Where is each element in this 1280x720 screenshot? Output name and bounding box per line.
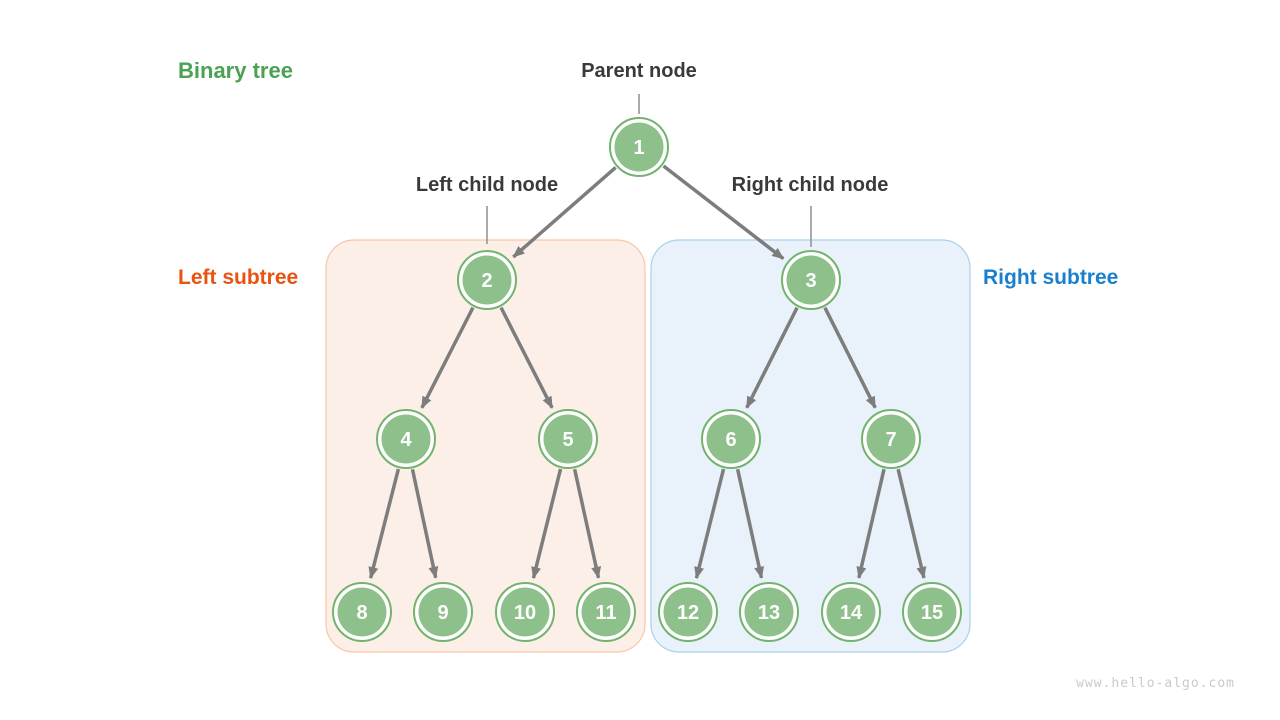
node-disc xyxy=(500,587,550,637)
tree-node-label: 13 xyxy=(758,602,780,624)
parent-node-label: Parent node xyxy=(581,60,697,82)
edge-2-5 xyxy=(499,306,554,409)
tree-node-15: 15 xyxy=(902,582,962,642)
right-subtree-title: Right subtree xyxy=(983,266,1119,289)
edge-3-6 xyxy=(745,306,799,409)
tree-node-4: 4 xyxy=(376,409,436,469)
node-disc xyxy=(706,414,756,464)
edge-6-12 xyxy=(694,468,726,580)
tree-edges xyxy=(368,164,927,580)
tree-node-label: 14 xyxy=(840,602,863,624)
tree-node-6: 6 xyxy=(701,409,761,469)
edge-7-15 xyxy=(896,468,927,579)
tree-node-label: 5 xyxy=(562,429,573,451)
node-disc xyxy=(581,587,631,637)
edge-4-8 xyxy=(368,468,401,580)
left-subtree-title: Left subtree xyxy=(178,266,299,289)
tree-node-10: 10 xyxy=(495,582,555,642)
tree-node-label: 11 xyxy=(595,602,616,624)
node-disc xyxy=(381,414,431,464)
left-subtree-box xyxy=(325,239,646,653)
tree-node-13: 13 xyxy=(739,582,799,642)
tree-node-label: 10 xyxy=(514,602,536,624)
edge-1-3 xyxy=(662,164,785,260)
tree-node-label: 15 xyxy=(921,602,943,624)
node-disc xyxy=(614,122,664,172)
tree-node-label: 4 xyxy=(400,429,412,451)
tree-node-11: 11 xyxy=(576,582,636,642)
tree-node-label: 1 xyxy=(633,137,644,159)
tree-node-3: 3 xyxy=(781,250,841,310)
edge-5-10 xyxy=(531,468,563,580)
tree-node-label: 12 xyxy=(677,602,699,624)
tree-node-label: 6 xyxy=(725,429,736,451)
edge-6-13 xyxy=(735,468,765,579)
node-disc xyxy=(826,587,876,637)
edge-7-14 xyxy=(856,468,886,579)
edge-2-4 xyxy=(420,306,475,409)
node-disc xyxy=(907,587,957,637)
edge-3-7 xyxy=(823,306,877,409)
tree-node-label: 8 xyxy=(356,602,367,624)
tree-node-label: 2 xyxy=(481,270,492,292)
tree-node-1: 1 xyxy=(609,117,669,177)
tree-node-14: 14 xyxy=(821,582,881,642)
tree-node-12: 12 xyxy=(658,582,718,642)
node-disc xyxy=(543,414,593,464)
node-disc xyxy=(418,587,468,637)
node-disc xyxy=(786,255,836,305)
watermark: www.hello-algo.com xyxy=(1076,676,1235,691)
edge-1-2 xyxy=(512,166,617,259)
binary-tree-title: Binary tree xyxy=(178,58,293,83)
tree-node-5: 5 xyxy=(538,409,598,469)
node-disc xyxy=(462,255,512,305)
tree-node-7: 7 xyxy=(861,409,921,469)
tree-node-2: 2 xyxy=(457,250,517,310)
left-child-node-label: Left child node xyxy=(415,174,559,196)
tree-node-label: 3 xyxy=(805,270,816,292)
edge-4-9 xyxy=(410,468,439,579)
label-leader-lines xyxy=(486,94,812,247)
node-disc xyxy=(866,414,916,464)
tree-node-9: 9 xyxy=(413,582,473,642)
tree-node-label: 7 xyxy=(885,429,896,451)
tree-node-label: 9 xyxy=(437,602,448,624)
right-child-node-label: Right child node xyxy=(731,174,889,196)
node-disc xyxy=(337,587,387,637)
edge-5-11 xyxy=(572,468,602,579)
subtree-boxes xyxy=(325,239,971,653)
tree-node-8: 8 xyxy=(332,582,392,642)
node-disc xyxy=(663,587,713,637)
node-disc xyxy=(744,587,794,637)
